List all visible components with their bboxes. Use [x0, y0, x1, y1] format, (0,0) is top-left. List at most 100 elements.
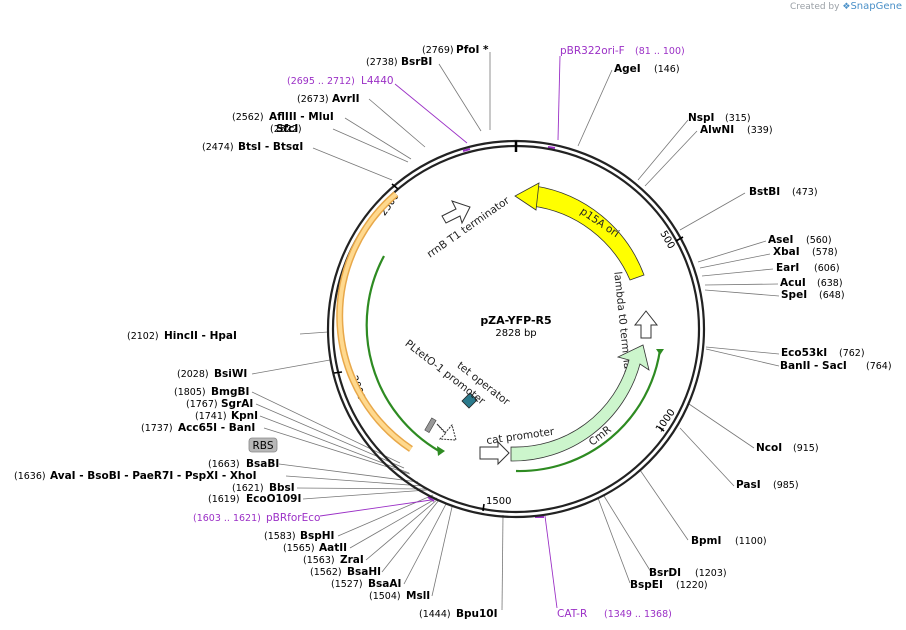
- site-position: (1767): [186, 399, 218, 410]
- site-label: SpeI: [781, 289, 807, 301]
- snapgene-logo-icon: ❖: [842, 2, 851, 12]
- credit-brand: SnapGene: [850, 1, 902, 12]
- primer-l4440-name: L4440: [361, 75, 394, 87]
- site-label: AvaI - BsoBI - PaeR7I - PspXI - XhoI: [50, 470, 257, 482]
- site-position: (1504): [369, 591, 401, 602]
- snapgene-credit: Created by ❖SnapGene: [790, 1, 902, 12]
- site-label: SgrAI: [221, 398, 253, 410]
- cmr-green-arc: [515, 349, 662, 473]
- site-label: BbsI: [269, 482, 295, 494]
- orange-feature-arc-inner: [337, 192, 413, 451]
- rbs-label: RBS: [253, 440, 274, 452]
- site-label: BanII - SacI: [780, 360, 847, 372]
- site-position: (1583): [264, 531, 296, 542]
- site-label: BsrDI: [649, 567, 681, 579]
- site-label: AatII: [319, 542, 347, 554]
- site-position: (1527): [331, 579, 363, 590]
- site-label: AflIII - MluI: [269, 111, 334, 123]
- credit-prefix: Created by: [789, 2, 840, 12]
- site-position: (2474): [202, 142, 234, 153]
- green-feature-arrowhead: [437, 446, 445, 456]
- site-label: EarI: [776, 262, 799, 274]
- site-position: (1565): [283, 543, 315, 554]
- site-label: AlwNI: [700, 124, 734, 136]
- site-label: BtsI - BtsαI: [238, 141, 303, 153]
- green-feature-arc: [365, 255, 440, 452]
- site-label: BmgBI: [211, 386, 249, 398]
- site-label: PasI: [736, 479, 761, 491]
- site-label: BpmI: [691, 535, 721, 547]
- site-position: (339): [747, 125, 773, 136]
- cmr-feature: [510, 344, 650, 462]
- p15a-ori-feature: [531, 185, 645, 281]
- site-position: (606): [814, 263, 840, 274]
- site-position: (1805): [174, 387, 206, 398]
- primer-pbrforeco-range: (1603 .. 1621): [193, 513, 261, 524]
- tick-500: 500: [657, 229, 676, 251]
- site-label: HincII - HpaI: [164, 330, 237, 342]
- site-label: ZraI: [340, 554, 364, 566]
- site-position: (648): [819, 290, 845, 301]
- pltet-promoter-icon: [436, 423, 457, 441]
- primer-marks: [427, 146, 556, 518]
- site-label: Bpu10I: [456, 608, 498, 620]
- site-label: BsiWI: [214, 368, 247, 380]
- site-position: (638): [817, 278, 843, 289]
- site-position: (2028): [177, 369, 209, 380]
- site-position: (915): [793, 443, 819, 454]
- orange-feature-arc: [336, 191, 413, 452]
- site-label: BsaAI: [368, 578, 401, 590]
- site-position: (473): [792, 187, 818, 198]
- site-label: AvrII: [332, 93, 360, 105]
- site-label: PfoI *: [456, 44, 489, 56]
- rbs-badge: [248, 437, 278, 453]
- primer-catr-range: (1349 .. 1368): [604, 609, 672, 620]
- site-label: AgeI: [614, 63, 641, 75]
- primer-l4440-range: (2695 .. 2712): [287, 76, 355, 87]
- site-position: (560): [806, 235, 832, 246]
- site-position: (1444): [419, 609, 451, 620]
- site-position: (2769): [422, 45, 454, 56]
- site-position: (1663): [208, 459, 240, 470]
- site-label: MslI: [406, 590, 430, 602]
- cmr-green-arrowhead: [656, 349, 664, 355]
- site-position: (1563): [303, 555, 335, 566]
- site-position: (315): [725, 113, 751, 124]
- site-position: (1100): [735, 536, 767, 547]
- primer-pbr322-name: pBR322ori-F: [560, 45, 625, 57]
- site-label: BsrBI: [401, 56, 432, 68]
- plasmid-name: pZA-YFP-R5: [480, 314, 551, 327]
- site-position: (1220): [676, 580, 708, 591]
- site-label: EcoO109I: [246, 493, 301, 505]
- pltet-small-feature: [424, 417, 437, 433]
- cat-promoter-icon: [479, 440, 510, 466]
- site-label: NspI: [688, 112, 714, 124]
- site-position: (764): [866, 361, 892, 372]
- site-position: (578): [812, 247, 838, 258]
- site-position: (1621): [232, 483, 264, 494]
- site-position: (1741): [195, 411, 227, 422]
- primer-lines: [319, 55, 561, 609]
- site-label: NcoI: [756, 442, 782, 454]
- connector-lines: [251, 52, 780, 611]
- site-position: (2673): [297, 94, 329, 105]
- site-label: SfcI: [276, 123, 298, 135]
- site-position: (762): [839, 348, 865, 359]
- site-position: (2522): [270, 124, 302, 135]
- site-position: (2102): [127, 331, 159, 342]
- site-label: XbaI: [773, 246, 800, 258]
- plasmid-size: 2828 bp: [495, 328, 536, 339]
- site-label: Acc65I - BanI: [178, 422, 255, 434]
- scale-ticks: [333, 183, 684, 512]
- primer-catr-name: CAT-R: [557, 608, 587, 620]
- p15a-ori-arrowhead: [514, 182, 540, 211]
- tet-operator-feature: [461, 392, 478, 409]
- site-label: BsaHI: [347, 566, 381, 578]
- rrnb-terminator-icon: [441, 200, 471, 225]
- site-position: (1203): [695, 568, 727, 579]
- site-label: AcuI: [780, 277, 806, 289]
- tick-1500: 1500: [486, 496, 511, 507]
- site-position: (2562): [232, 112, 264, 123]
- site-position: (1636): [14, 471, 46, 482]
